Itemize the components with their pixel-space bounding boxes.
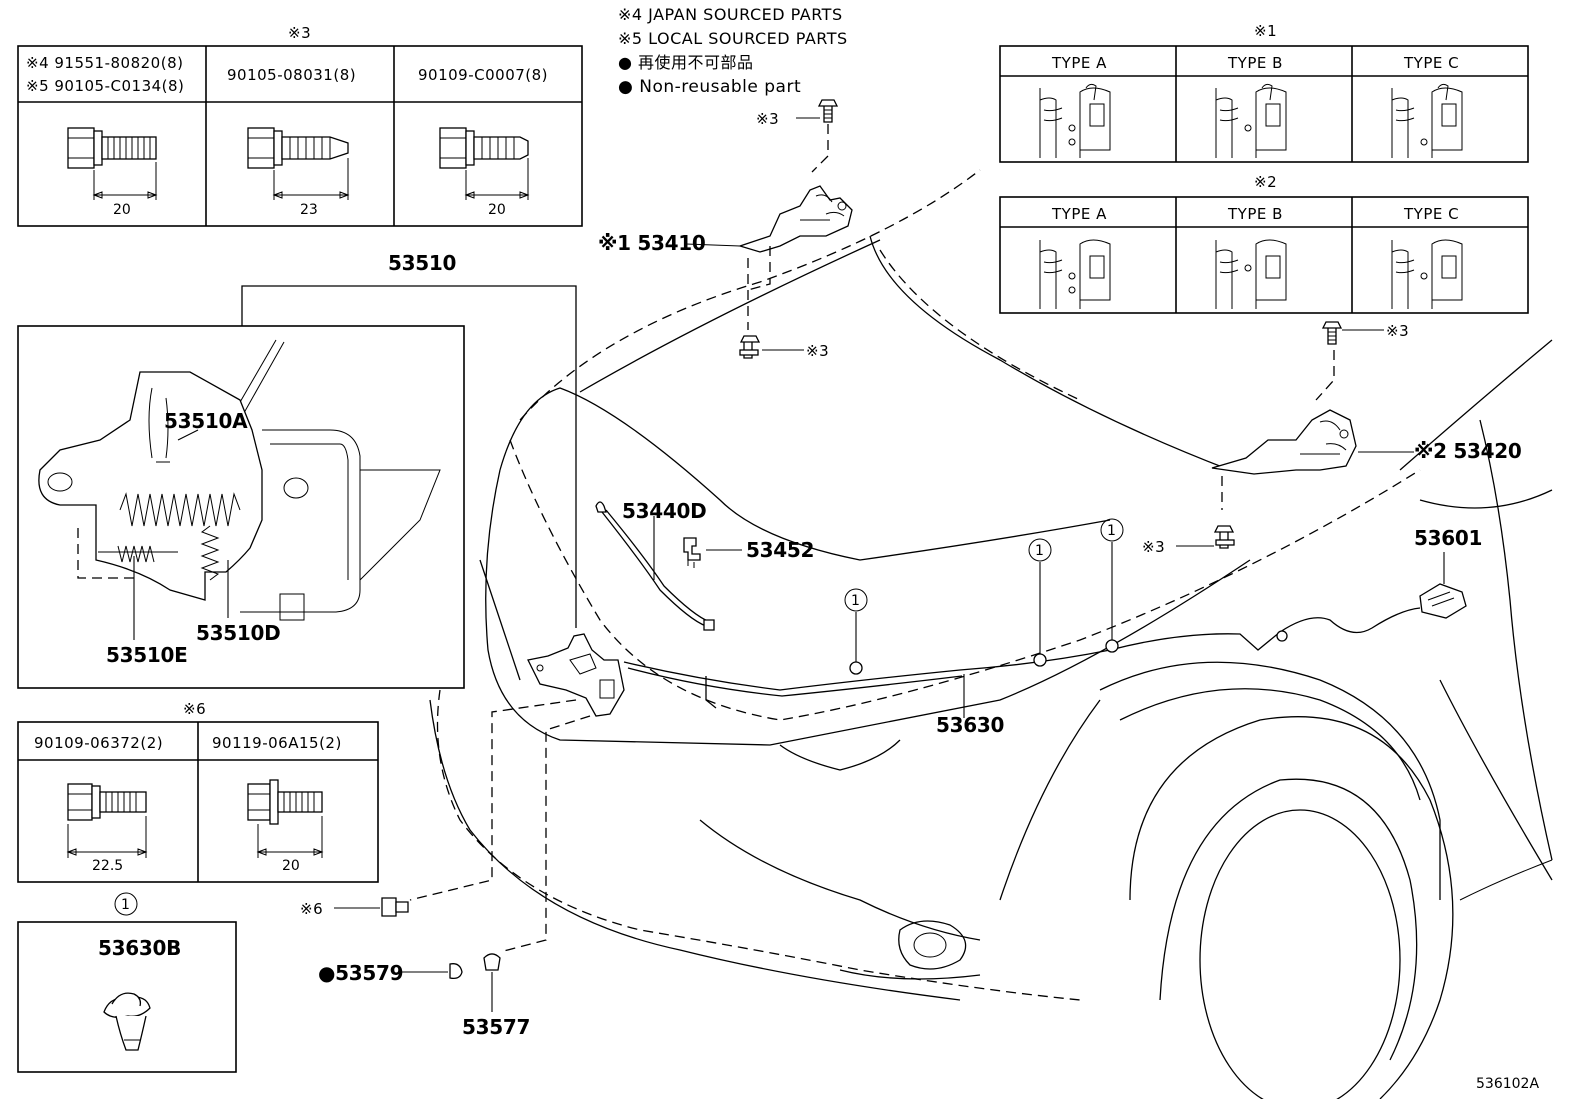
bolt-icon — [381, 897, 409, 917]
label-53410: ※1 53410 — [598, 231, 706, 255]
table1-type-b: TYPE B — [1227, 54, 1283, 72]
label-53420: ※2 53420 — [1414, 439, 1522, 463]
release-cable-assembly: 53440D 53452 53630 1 1 1 53601 — [595, 499, 1482, 737]
table6-col1-label: 90109-06372(2) — [34, 734, 163, 752]
cable-clip-icon — [103, 992, 151, 1051]
hood-lock-installed: ※6 ●53579 53577 — [300, 633, 625, 1039]
washer-bolt-icon — [247, 779, 324, 858]
clip-box-marker: 1 — [121, 897, 130, 913]
table3-col2-dim: 23 — [300, 202, 318, 218]
bolt-icon — [817, 99, 839, 123]
hinge-bracket-type-c-icon — [1391, 239, 1463, 309]
label-53440D: 53440D — [622, 499, 706, 523]
table6-marker: ※6 — [183, 700, 206, 718]
table3-col2-label: 90105-08031(8) — [227, 66, 356, 84]
diagram-id: 536102A — [1476, 1076, 1539, 1092]
clip-marker-2: 1 — [1035, 543, 1044, 559]
bolt-icon — [1321, 321, 1343, 345]
hood-hinge-right: ※3 ※2 53420 ※3 — [1142, 321, 1522, 556]
bolt-icon — [739, 335, 761, 359]
note-non-reusable-en: ● Non-reusable part — [618, 77, 801, 97]
label-53630: 53630 — [936, 713, 1004, 737]
table2-marker: ※2 — [1254, 173, 1277, 191]
note-japan-sourced: ※4 JAPAN SOURCED PARTS — [618, 5, 843, 24]
table3-col1-dim: 20 — [113, 202, 131, 218]
hinge-bracket-type-a-icon — [1039, 83, 1111, 158]
table2-type-c: TYPE C — [1403, 205, 1459, 223]
clip-marker-1: 1 — [851, 593, 860, 609]
label-marker-3-bottom-right: ※3 — [1142, 538, 1165, 556]
flange-bolt-icon — [439, 127, 530, 200]
table6-col1-dim: 22.5 — [92, 858, 123, 874]
hood-hinge-left: ※3 ※1 53410 ※3 — [598, 99, 853, 360]
note-non-reusable-jp: ● 再使用不可部品 — [618, 53, 754, 72]
clip-detail-box: 1 53630B — [17, 892, 237, 1073]
table6-col2-dim: 20 — [282, 858, 300, 874]
label-53577: 53577 — [462, 1015, 530, 1039]
bolt-icon — [1213, 525, 1235, 549]
label-marker-3-top-right: ※3 — [1386, 322, 1409, 340]
bolt-table-3: ※3 ※4 91551-80820(8) ※5 90105-C0134(8) 9… — [17, 24, 583, 227]
hinge-bracket-type-b-icon — [1215, 83, 1287, 158]
table1-type-c: TYPE C — [1403, 54, 1459, 72]
table3-col3-label: 90109-C0007(8) — [418, 66, 548, 84]
table3-frame — [17, 45, 583, 227]
table2-type-b: TYPE B — [1227, 205, 1283, 223]
flange-bolt-icon — [67, 127, 158, 200]
table2-type-a: TYPE A — [1051, 205, 1107, 223]
table3-col1-line2: ※5 90105-C0134(8) — [26, 77, 184, 95]
hinge-bracket-type-a-icon — [1039, 239, 1111, 309]
flange-bolt-icon — [66, 783, 148, 858]
table3-col1-line1: ※4 91551-80820(8) — [26, 54, 183, 72]
clip-box-label: 53630B — [98, 936, 181, 960]
hood-lock-detail: 53510 53510A 53510E 53510D — [17, 251, 577, 689]
notes-block: ※4 JAPAN SOURCED PARTS ※5 LOCAL SOURCED … — [618, 5, 848, 97]
table1-marker: ※1 — [1254, 22, 1277, 40]
type-table-2: ※2 TYPE A TYPE B TYPE C — [999, 173, 1529, 314]
vehicle-outline — [429, 169, 1553, 1099]
type-table-1: ※1 TYPE A TYPE B TYPE C — [999, 22, 1529, 163]
label-53510: 53510 — [388, 251, 456, 275]
label-53510A: 53510A — [164, 409, 248, 433]
table3-col3-dim: 20 — [488, 202, 506, 218]
label-53579: ●53579 — [318, 961, 403, 985]
note-local-sourced: ※5 LOCAL SOURCED PARTS — [618, 29, 848, 48]
detail-frame — [17, 325, 465, 689]
table1-type-a: TYPE A — [1051, 54, 1107, 72]
hinge-bracket-type-b-icon — [1215, 239, 1287, 309]
tapered-bolt-icon — [247, 127, 350, 200]
label-53510D: 53510D — [196, 621, 280, 645]
table6-col2-label: 90119-06A15(2) — [212, 734, 342, 752]
label-marker-6: ※6 — [300, 900, 323, 918]
bolt-table-6: ※6 90109-06372(2) 90119-06A15(2) 22.5 20 — [17, 700, 379, 883]
clip-marker-3: 1 — [1107, 523, 1116, 539]
label-53510E: 53510E — [106, 643, 187, 667]
label-53601: 53601 — [1414, 526, 1482, 550]
label-marker-3-top-left: ※3 — [756, 110, 779, 128]
hinge-bracket-type-c-icon — [1391, 83, 1463, 158]
label-53452: 53452 — [746, 538, 814, 562]
table3-marker: ※3 — [288, 24, 311, 42]
label-marker-3-mid-left: ※3 — [806, 342, 829, 360]
